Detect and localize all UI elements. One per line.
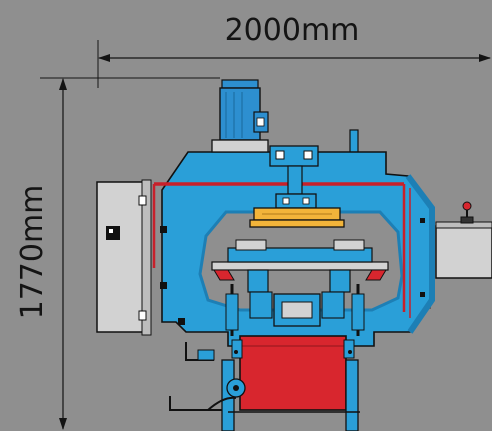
spring-right-body (351, 293, 365, 331)
cabinet-hinge-top (138, 195, 147, 206)
carriage-bolt-1 (282, 197, 290, 205)
control-panel (435, 201, 492, 279)
hydraulic-cap-right (343, 339, 355, 359)
hydraulic-unit (231, 335, 355, 411)
gearbox-bolt-2 (303, 150, 313, 160)
clamp-jaw-left (235, 239, 267, 251)
width-dimension: 2000mm (97, 13, 491, 88)
width-label: 2000mm (225, 13, 360, 48)
cabinet-hinge-bottom (138, 310, 147, 321)
spring-left-body (225, 293, 239, 331)
valve-block-right (321, 291, 345, 319)
gearbox-shaft (287, 165, 303, 195)
clamp-handle-left (213, 269, 235, 281)
electrical-cabinet (96, 179, 152, 336)
clamp-cylinder-right (329, 269, 351, 293)
base-frame (169, 342, 360, 431)
hydraulic-cap-left (231, 339, 243, 359)
frame-bolt-left-3 (178, 318, 185, 325)
height-label: 1770mm (15, 185, 50, 320)
motor-cap (221, 79, 259, 89)
clamp-jaw-right (333, 239, 365, 251)
height-dimension: 1770mm (15, 77, 220, 430)
hydraulic-tank (239, 335, 347, 411)
frame-bolt-left-2 (160, 282, 167, 289)
gearbox (269, 145, 319, 209)
foot-plate (197, 349, 215, 361)
carriage-bolt-2 (302, 197, 310, 205)
motor-flange (211, 139, 269, 153)
hydraulic-bolt-2 (234, 350, 238, 354)
hydraulic-bolt-1 (348, 350, 352, 354)
joystick-base (460, 216, 474, 224)
clamp-handle-right (365, 269, 387, 281)
wheel-left-hub (233, 385, 239, 391)
saddle-base (249, 219, 345, 228)
clamp-station (211, 239, 389, 336)
work-saddle (249, 207, 345, 228)
foot-bracket-left (169, 396, 222, 411)
clamp-bar (211, 261, 389, 271)
carriage-block (275, 193, 317, 209)
cabinet-emblem (109, 229, 113, 233)
guide-rail (152, 182, 411, 318)
clamp-cylinder-left (247, 269, 269, 293)
motor-terminal-plate (256, 117, 265, 127)
clamp-table (227, 247, 373, 263)
leg-right (345, 359, 359, 431)
control-panel-box (435, 225, 492, 279)
frame-bolt-left-1 (160, 226, 167, 233)
frame-bolt-right-2 (420, 292, 425, 297)
joystick-knob (462, 201, 472, 211)
caster-arm (207, 396, 237, 411)
center-block-window (281, 301, 313, 319)
drive-motor (211, 79, 269, 153)
cabinet-side (141, 179, 152, 336)
frame-shadow-edge (405, 174, 435, 334)
frame-bolt-right-1 (420, 218, 425, 223)
valve-block-left (249, 291, 273, 319)
gearbox-bolt-1 (275, 150, 285, 160)
cabinet-door (96, 181, 148, 333)
